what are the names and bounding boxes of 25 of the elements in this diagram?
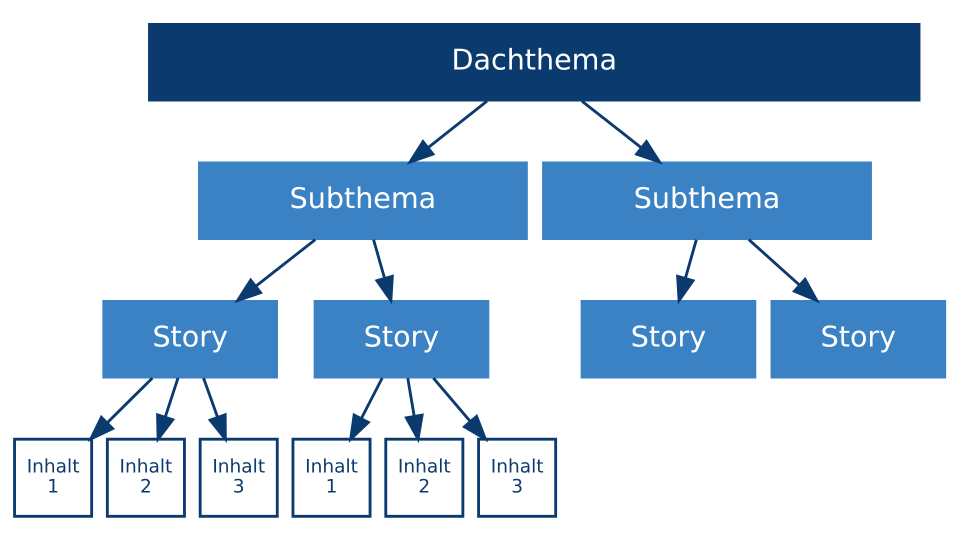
arrow xyxy=(432,377,488,442)
node-box: Inhalt 2 xyxy=(106,438,186,518)
node-box: Story xyxy=(770,300,946,378)
arrow xyxy=(406,100,488,165)
arrow xyxy=(748,238,820,304)
arrow xyxy=(202,378,227,444)
node-box: Inhalt 2 xyxy=(384,438,464,518)
arrow xyxy=(156,378,180,444)
arrow xyxy=(581,100,663,165)
arrow xyxy=(88,377,154,442)
node-box: Inhalt 1 xyxy=(13,438,94,518)
node-box: Inhalt 3 xyxy=(198,438,279,518)
node-box: Subthema xyxy=(542,162,872,240)
arrow xyxy=(676,239,698,305)
arrow xyxy=(404,378,424,444)
node-box: Dachthema xyxy=(148,23,920,102)
node-box: Subthema xyxy=(198,162,528,240)
node-box: Story xyxy=(580,300,756,378)
node-box: Inhalt 3 xyxy=(477,438,558,518)
arrow xyxy=(234,238,316,304)
node-box: Story xyxy=(102,300,278,378)
node-box: Inhalt 1 xyxy=(292,438,372,518)
arrow xyxy=(348,377,384,443)
node-box: Story xyxy=(314,300,490,378)
arrow xyxy=(372,239,394,305)
